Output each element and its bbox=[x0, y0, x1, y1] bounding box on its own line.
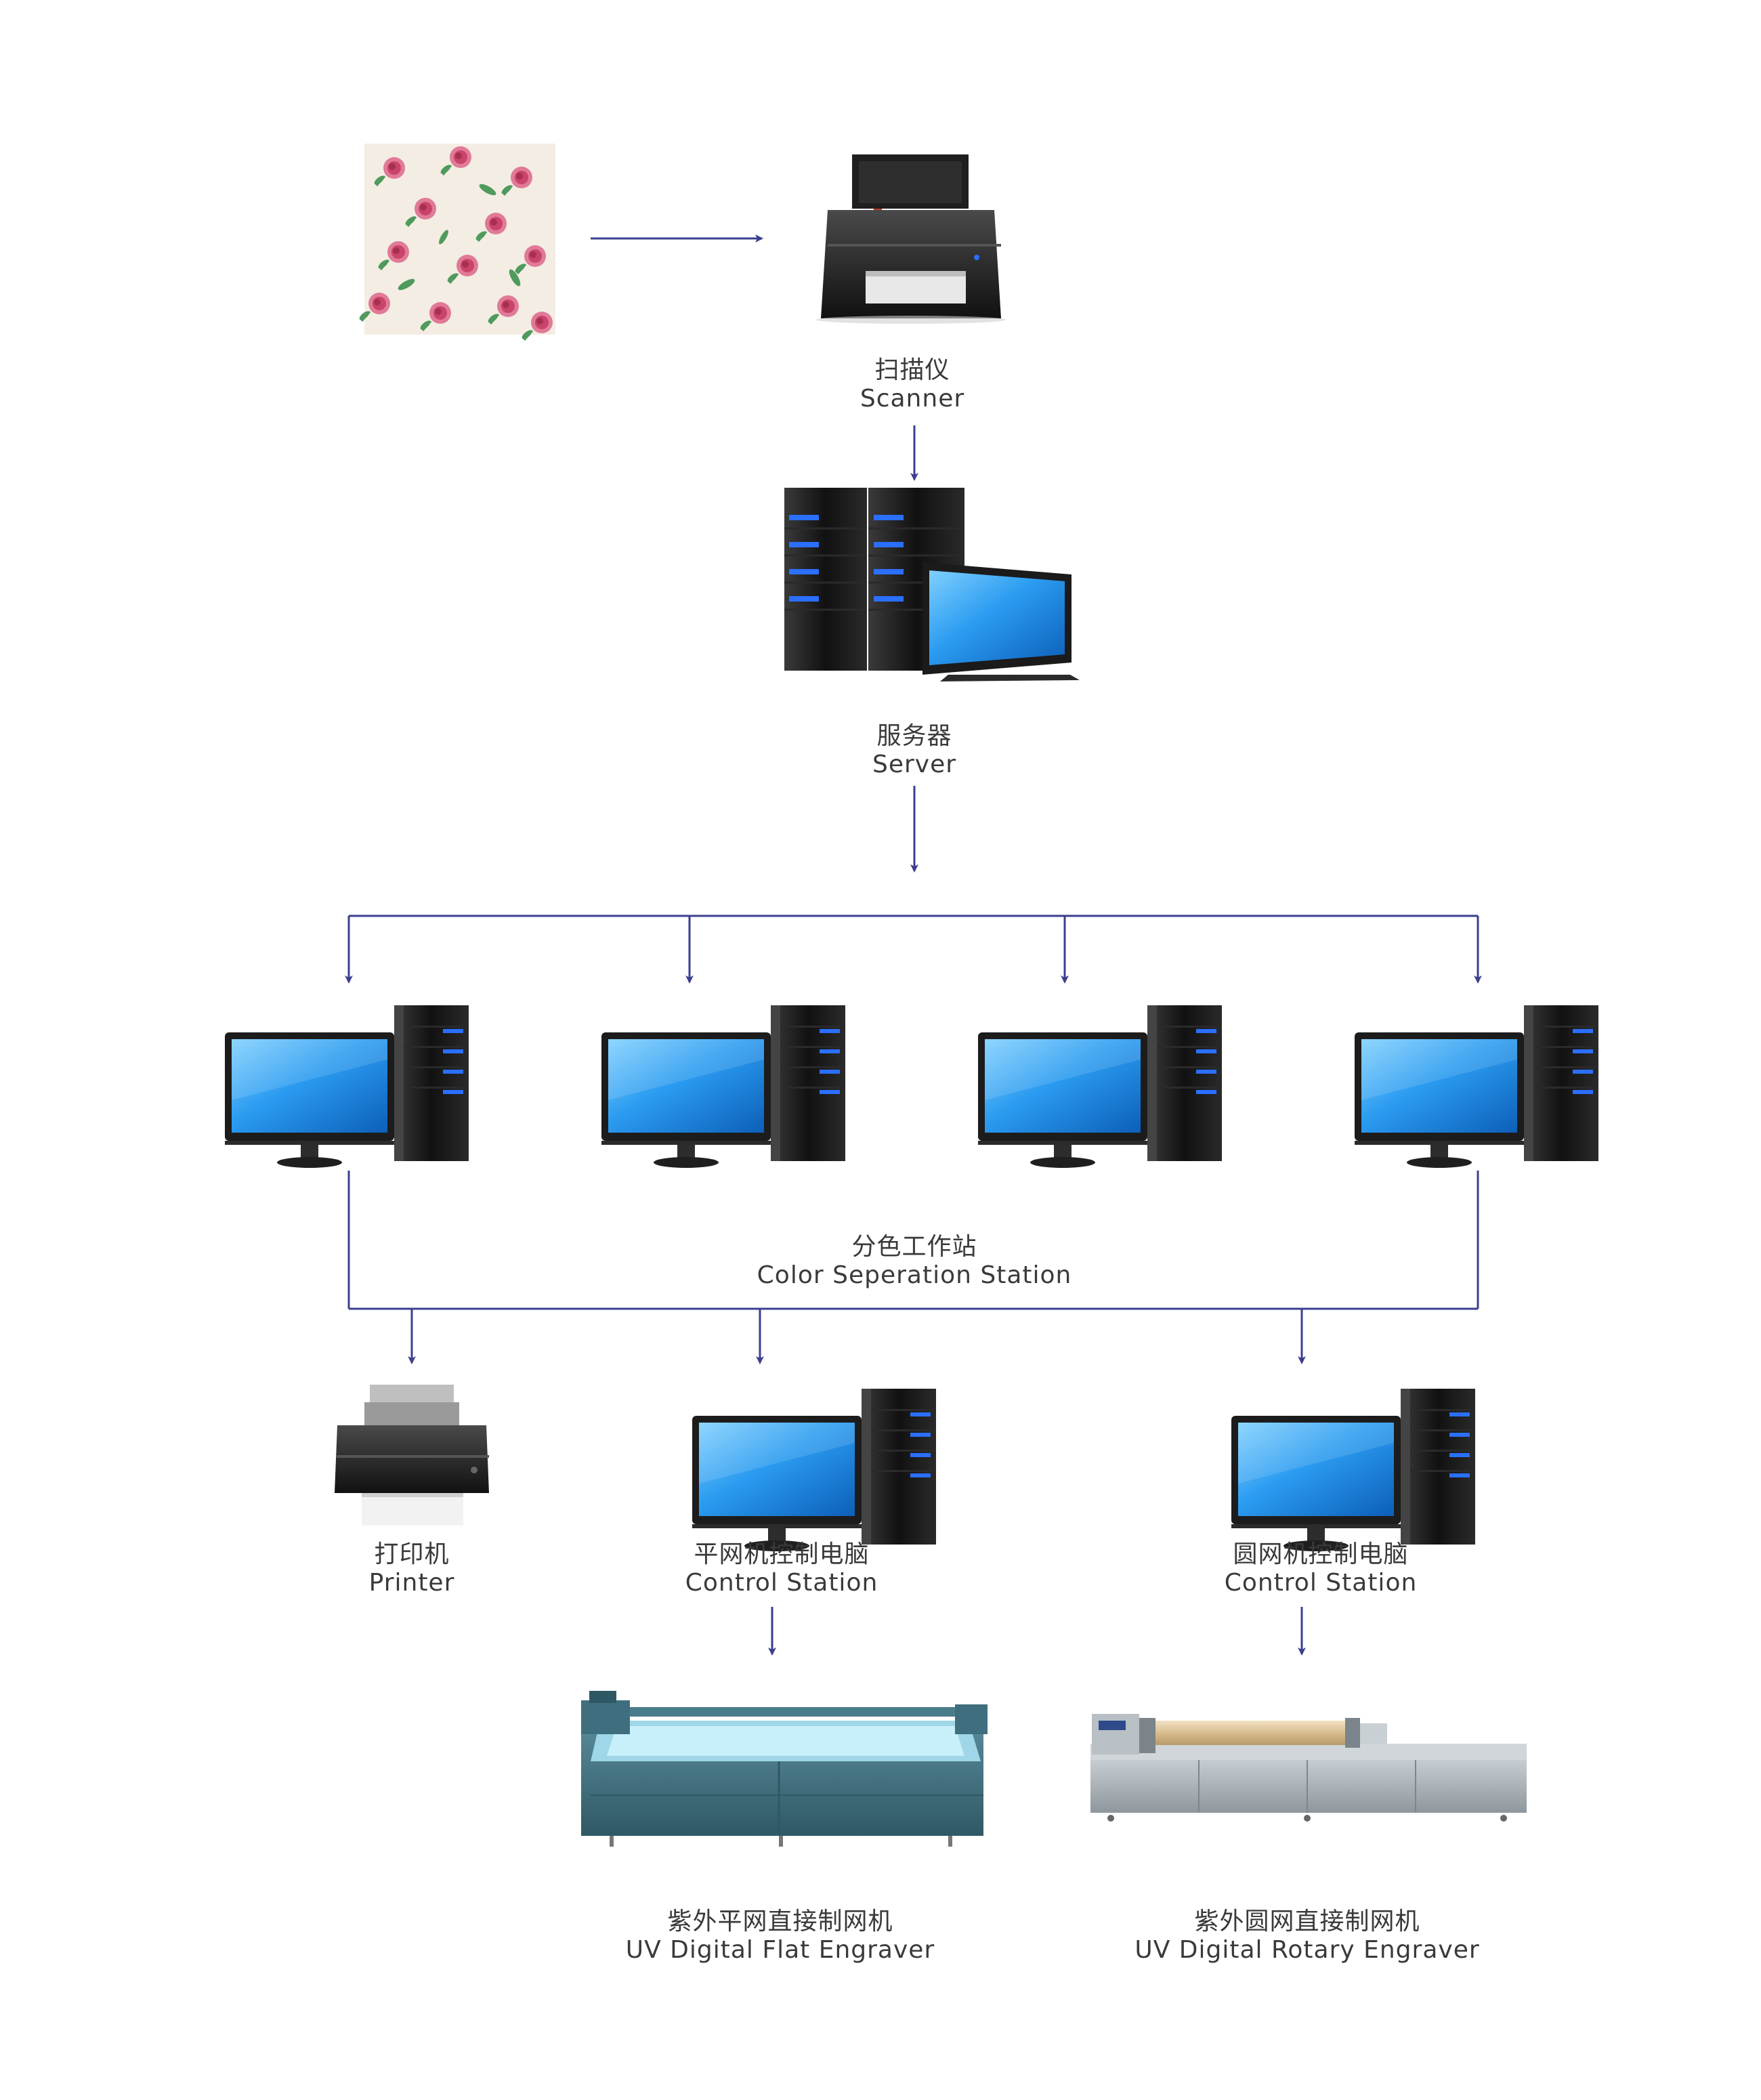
flat-engraver-label-zh: 紫外平网直接制网机 bbox=[667, 1908, 893, 1935]
rotary-engraver-machine bbox=[1090, 1714, 1527, 1822]
printer-label-zh: 打印机 bbox=[374, 1540, 450, 1568]
inkjet-printer-icon bbox=[335, 1385, 489, 1526]
scanner-icon bbox=[816, 154, 1006, 324]
color-station-label-en: Color Seperation Station bbox=[757, 1261, 1072, 1289]
desktop-computer-icon-station-2 bbox=[601, 1005, 845, 1168]
flat-engraver-label: 紫外平网直接制网机 UV Digital Flat Engraver bbox=[626, 1908, 935, 1965]
flat-engraver-label-en: UV Digital Flat Engraver bbox=[625, 1936, 935, 1964]
server-label-en: Server bbox=[872, 751, 957, 778]
desktop-computer-icon-rotary-control bbox=[1231, 1389, 1475, 1551]
printer-label-en: Printer bbox=[368, 1569, 455, 1597]
flat-control-label-en: Control Station bbox=[685, 1569, 878, 1597]
server-label-zh: 服务器 bbox=[876, 722, 952, 750]
desktop-computer-icon-flat-control bbox=[692, 1389, 936, 1551]
scanner-label: 扫描仪 Scanner bbox=[860, 356, 964, 413]
rotary-engraver-label-en: UV Digital Rotary Engraver bbox=[1134, 1936, 1480, 1964]
scanner-label-en: Scanner bbox=[860, 385, 965, 413]
rotary-engraver-label-zh: 紫外圆网直接制网机 bbox=[1194, 1908, 1420, 1935]
flat-control-label: 平网机控制电脑 Control Station bbox=[685, 1540, 878, 1597]
printer-label: 打印机 Printer bbox=[369, 1540, 455, 1597]
desktop-computer-icon-station-3 bbox=[978, 1005, 1222, 1168]
color-station-label: 分色工作站 Color Seperation Station bbox=[757, 1233, 1072, 1290]
rotary-engraver-label: 紫外圆网直接制网机 UV Digital Rotary Engraver bbox=[1134, 1908, 1479, 1965]
rotary-control-label-en: Control Station bbox=[1224, 1569, 1418, 1597]
scanner-label-zh: 扫描仪 bbox=[874, 356, 950, 384]
desktop-computer-icon-station-4 bbox=[1355, 1005, 1598, 1168]
rotary-control-label-zh: 圆网机控制电脑 bbox=[1233, 1540, 1409, 1568]
flat-control-label-zh: 平网机控制电脑 bbox=[694, 1540, 870, 1568]
server-label: 服务器 Server bbox=[872, 722, 956, 779]
connectors bbox=[345, 234, 1482, 1656]
desktop-computer-icon-station-1 bbox=[225, 1005, 469, 1168]
color-station-label-zh: 分色工作站 bbox=[851, 1233, 977, 1261]
floral-fabric-sample bbox=[357, 144, 555, 342]
server-rack-icon bbox=[784, 488, 1080, 681]
rotary-control-label: 圆网机控制电脑 Control Station bbox=[1225, 1540, 1418, 1597]
flatbed-engraver-machine bbox=[581, 1691, 988, 1847]
